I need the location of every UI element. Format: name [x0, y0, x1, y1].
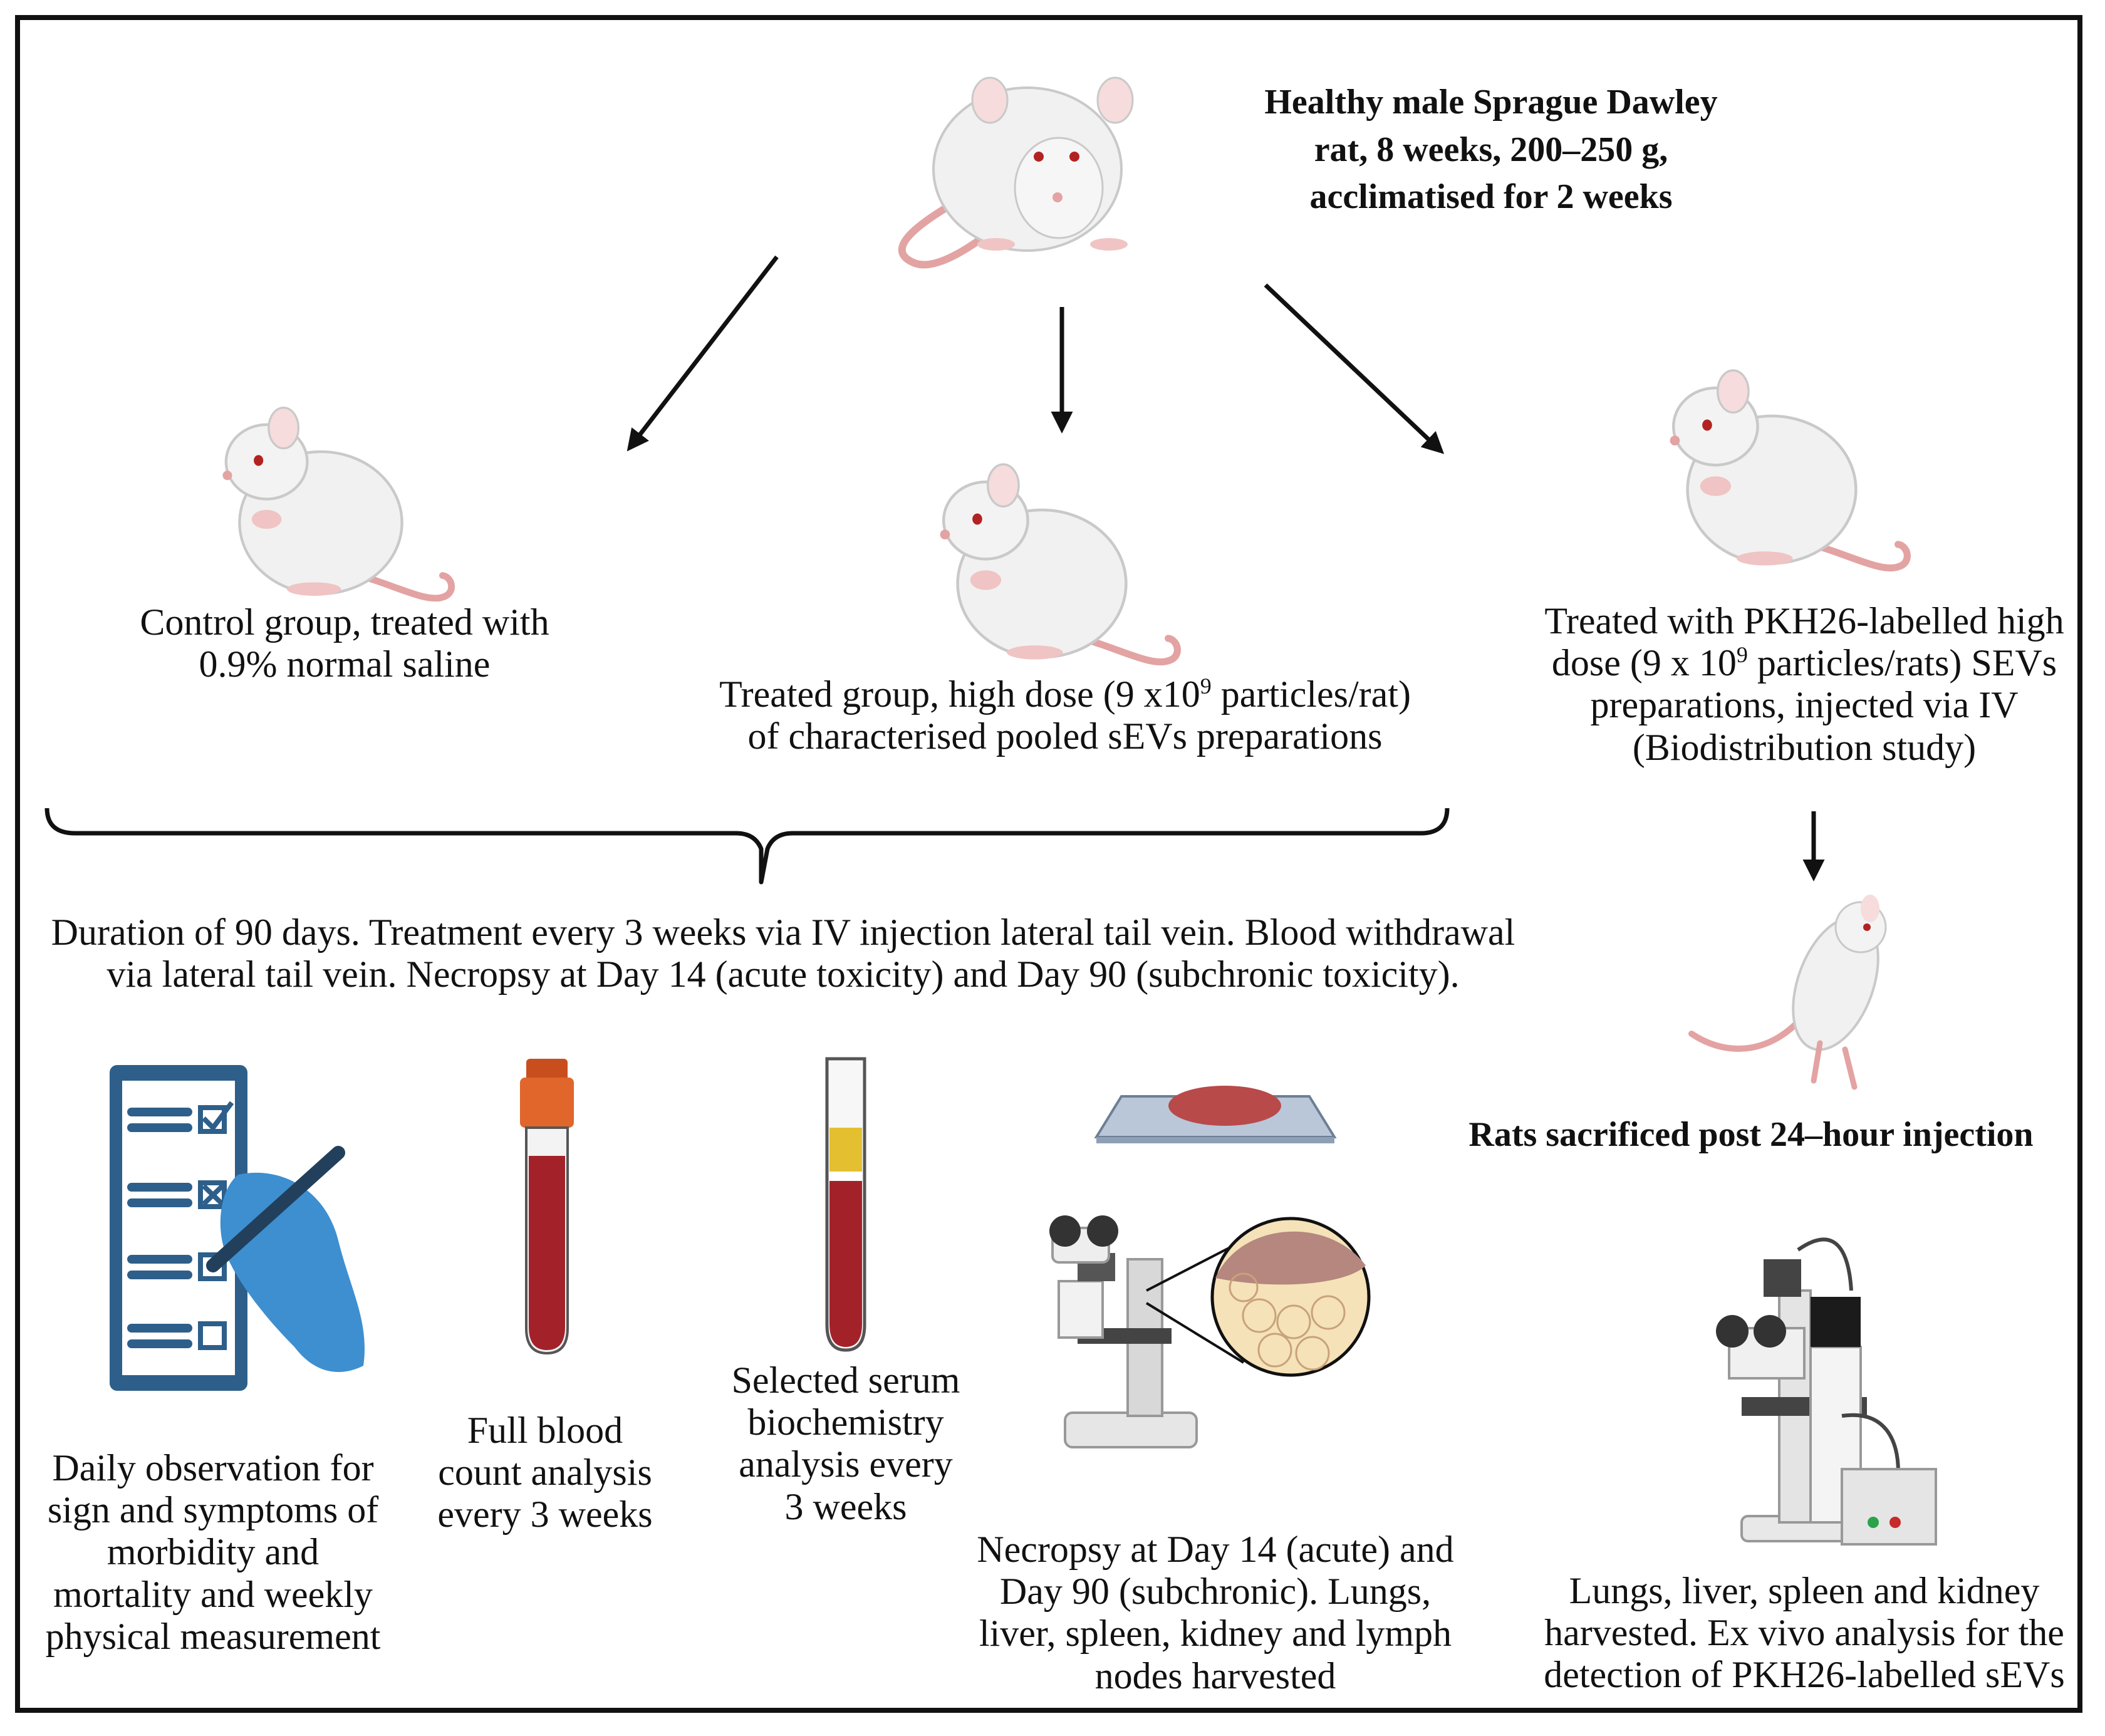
control-line-1: Control group, treated with: [140, 601, 549, 643]
necropsy-line-1: Necropsy at Day 14 (acute) and: [977, 1529, 1454, 1570]
daily-line-1: Daily observation for: [52, 1447, 374, 1489]
serum-tube-icon: [825, 1057, 866, 1352]
lungs-line-3: detection of PKH26-labelled sEVs: [1544, 1654, 2065, 1696]
daily-line-5: physical measurement: [45, 1615, 381, 1657]
serum-line-1: Selected serum: [731, 1359, 960, 1401]
arrow-icon: [1264, 283, 1445, 454]
rat-icon: [1688, 895, 1887, 1090]
fluorescence-microscope-icon: [1716, 1237, 1937, 1546]
fbc-line-2: count analysis: [438, 1452, 652, 1494]
rat-icon: [898, 76, 1134, 269]
duration-line-1: Duration of 90 days. Treatment every 3 w…: [51, 912, 1515, 953]
rat-icon: [1670, 370, 1908, 568]
treated-line-1: Treated group, high dose (9 x109 particl…: [702, 673, 1428, 715]
daily-line-2: sign and symptoms of: [47, 1489, 379, 1531]
daily-line-4: mortality and weekly: [53, 1573, 373, 1615]
serum-line-3: analysis every: [739, 1443, 953, 1485]
checklist-icon: [110, 1065, 365, 1391]
full-blood-count-label: Full blood count analysis every 3 weeks: [426, 1410, 664, 1536]
serum-line-2: biochemistry: [747, 1401, 944, 1443]
control-group-label: Control group, treated with 0.9% normal …: [107, 601, 583, 685]
pkh26-group-label: Treated with PKH26-labelled high dose (9…: [1522, 600, 2086, 769]
treated-line-1-b: particles/rat): [1211, 673, 1411, 715]
fbc-line-3: every 3 weeks: [437, 1494, 653, 1536]
pkh-line-2-b: particles/rats) SEVs: [1747, 642, 2057, 684]
daily-line-3: morbidity and: [107, 1531, 320, 1573]
necropsy-label: Necropsy at Day 14 (acute) and Day 90 (s…: [959, 1529, 1472, 1697]
top-line-2: rat, 8 weeks, 200–250 g,: [1314, 130, 1668, 169]
treated-group-label: Treated group, high dose (9 x109 particl…: [702, 673, 1428, 757]
duration-description: Duration of 90 days. Treatment every 3 w…: [38, 912, 1529, 995]
sacrificed-label: Rats sacrificed post 24–hour injection: [1468, 1115, 2034, 1154]
pkh-line-1: Treated with PKH26-labelled high: [1544, 600, 2064, 642]
pkh-line-2: dose (9 x 109 particles/rats) SEVs: [1522, 642, 2086, 684]
figure-frame: [15, 15, 2082, 1713]
top-line-3: acclimatised for 2 weeks: [1309, 177, 1673, 217]
fbc-line-1: Full blood: [467, 1410, 623, 1451]
pkh-line-3: preparations, injected via IV: [1590, 684, 2019, 726]
group-brace: [44, 808, 1450, 885]
serum-biochemistry-label: Selected serum biochemistry analysis eve…: [720, 1359, 971, 1528]
pkh-line-4: (Biodistribution study): [1632, 726, 1977, 768]
arrow-icon: [626, 255, 779, 452]
duration-line-2: via lateral tail vein. Necropsy at Day 1…: [107, 954, 1460, 995]
serum-line-4: 3 weeks: [784, 1485, 907, 1527]
treated-line-2: of characterised pooled sEVs preparation…: [747, 715, 1383, 757]
treated-exponent: 9: [1200, 673, 1212, 699]
pkh-line-2-a: dose (9 x 10: [1551, 642, 1737, 684]
tissue-slide-icon: [1094, 1086, 1337, 1143]
organ-harvest-label: Lungs, liver, spleen and kidney harveste…: [1541, 1570, 2067, 1697]
treated-line-1-a: Treated group, high dose (9 x10: [719, 673, 1200, 715]
necropsy-line-2: Day 90 (subchronic). Lungs,: [999, 1571, 1432, 1613]
necropsy-line-3: liver, spleen, kidney and lymph: [979, 1613, 1452, 1655]
daily-observation-label: Daily observation for sign and symptoms …: [25, 1447, 401, 1658]
lungs-line-2: harvested. Ex vivo analysis for the: [1544, 1612, 2064, 1654]
rat-icon: [940, 464, 1178, 662]
rat-icon: [222, 408, 451, 598]
microscope-icon: [1049, 1215, 1371, 1448]
pkh-exponent: 9: [1736, 642, 1748, 668]
top-rat-description: Healthy male Sprague Dawley rat, 8 weeks…: [1178, 79, 1804, 221]
top-line-1: Healthy male Sprague Dawley: [1264, 83, 1718, 122]
blood-tube-icon: [520, 1059, 574, 1355]
necropsy-line-4: nodes harvested: [1094, 1655, 1336, 1697]
control-line-2: 0.9% normal saline: [199, 643, 491, 685]
lungs-line-1: Lungs, liver, spleen and kidney: [1569, 1570, 2040, 1611]
